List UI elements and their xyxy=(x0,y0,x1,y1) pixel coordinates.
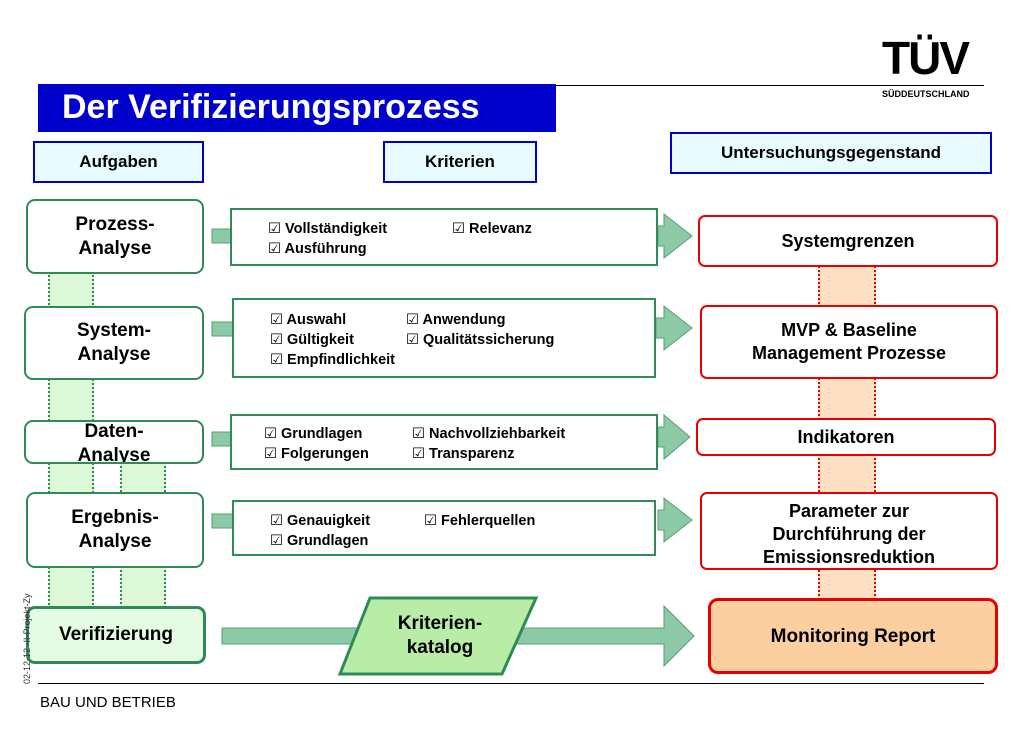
criteria-box-1: ☑ Vollständigkeit ☑ Relevanz ☑ Ausführun… xyxy=(230,208,658,266)
catalog-label: Kriterien-katalog xyxy=(397,613,483,658)
catalog-shape xyxy=(337,596,539,676)
result-arrow-4 xyxy=(657,496,693,544)
criteria-box-3: ☑ Grundlagen ☑ Nachvollziehbarkeit ☑ Fol… xyxy=(230,414,658,470)
tuv-logo: TÜV xyxy=(882,32,970,84)
task-system-analyse: System-Analyse xyxy=(24,306,204,380)
footer-rule xyxy=(38,683,984,684)
result-arrow-3 xyxy=(657,413,691,461)
heading-tasks: Aufgaben xyxy=(33,141,204,183)
task-ergebnis-analyse: Ergebnis-Analyse xyxy=(26,492,204,568)
task-verifizierung: Verifizierung xyxy=(26,606,206,664)
title-bar xyxy=(38,84,556,132)
catalog-to-report-arrow xyxy=(515,604,695,668)
task-prozess-analyse: Prozess-Analyse xyxy=(26,199,204,274)
stub-arrow-3 xyxy=(211,431,233,447)
result-systemgrenzen: Systemgrenzen xyxy=(698,215,998,267)
stub-arrow-4 xyxy=(211,513,235,529)
task-daten-analyse: Daten-Analyse xyxy=(24,420,204,464)
stub-arrow-2 xyxy=(211,321,235,337)
stub-arrow-1 xyxy=(211,228,233,244)
criteria-box-2: ☑ Auswahl ☑ Anwendung ☑ Gültigkeit ☑ Qua… xyxy=(232,298,656,378)
side-note: 02-12-12 -II-Projekt-Zy xyxy=(22,593,32,684)
heading-criteria: Kriterien xyxy=(383,141,537,183)
page-title: Der Verifizierungsprozess xyxy=(62,88,480,126)
criteria-box-4: ☑ Genauigkeit ☑ Fehlerquellen ☑ Grundlag… xyxy=(232,500,656,556)
result-arrow-1 xyxy=(657,212,693,260)
tuv-logo-subtitle: SÜDDEUTSCHLAND xyxy=(882,89,970,99)
heading-subject: Untersuchungsgegenstand xyxy=(670,132,992,174)
verify-to-catalog-arrow xyxy=(221,627,369,645)
footer-label: BAU UND BETRIEB xyxy=(40,694,176,711)
result-monitoring-report: Monitoring Report xyxy=(708,598,998,674)
result-indikatoren: Indikatoren xyxy=(696,418,996,456)
header-rule xyxy=(556,85,984,86)
result-arrow-2 xyxy=(655,304,693,352)
